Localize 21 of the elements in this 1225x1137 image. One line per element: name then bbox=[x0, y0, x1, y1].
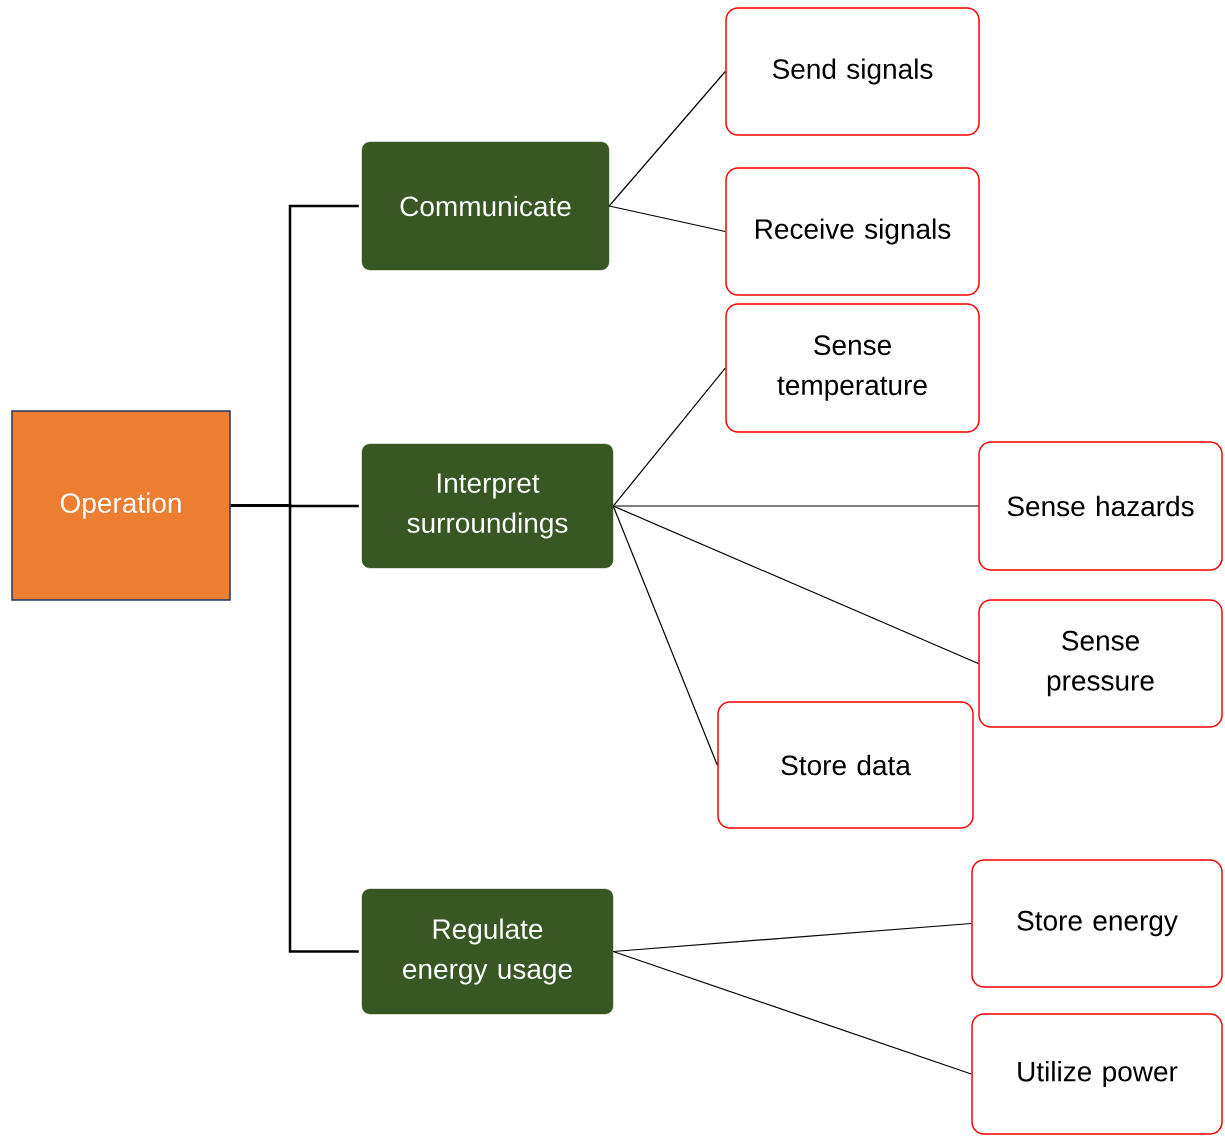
category-box: Interpret surroundings bbox=[361, 443, 614, 569]
function-box: Receive signals bbox=[725, 167, 980, 296]
root-box: Operation bbox=[11, 410, 231, 601]
connector-line bbox=[612, 505, 718, 766]
connector-line bbox=[612, 922, 972, 953]
function-box: Send signals bbox=[725, 7, 980, 136]
function-box: Sense temperature bbox=[725, 303, 980, 433]
function-box: Sense hazards bbox=[978, 441, 1223, 571]
function-box: Utilize power bbox=[971, 1013, 1223, 1135]
function-box: Sense pressure bbox=[978, 599, 1223, 728]
connector-line bbox=[612, 367, 726, 507]
connector-line bbox=[608, 205, 726, 233]
connector-line bbox=[612, 505, 979, 507]
category-box: Communicate bbox=[361, 141, 610, 271]
category-box: Regulate energy usage bbox=[361, 888, 614, 1015]
connector-line bbox=[608, 70, 726, 207]
connector-line bbox=[612, 505, 979, 665]
connector-line bbox=[612, 950, 972, 1075]
connector-line bbox=[230, 504, 359, 953]
function-box: Store data bbox=[717, 701, 974, 829]
function-box: Store energy bbox=[971, 859, 1223, 988]
